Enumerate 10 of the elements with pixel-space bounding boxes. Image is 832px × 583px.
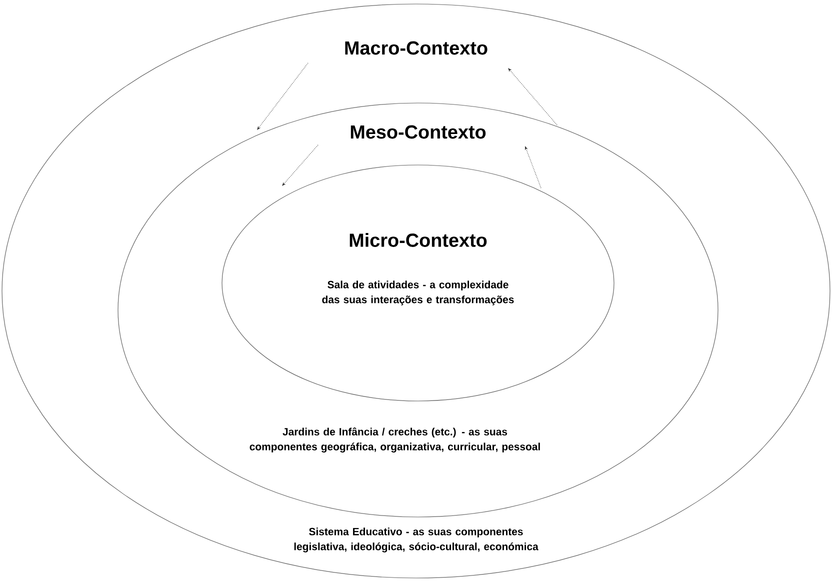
dotted-arrow <box>525 146 542 188</box>
context-heading: Micro-Contexto <box>350 233 487 247</box>
dotted-arrow <box>508 68 558 126</box>
dotted-arrow <box>282 144 318 186</box>
context-description: Sala de atividades - a complexidade das suas interações e transformações <box>322 280 514 306</box>
context-heading: Macro-Contexto <box>345 41 488 55</box>
context-heading: Meso-Contexto <box>350 125 486 139</box>
dotted-arrow <box>257 62 308 130</box>
context-description: Jardins de Infância / creches (etc.) - as suas componentes geográfica, organizativa, curricular, pessoal <box>250 428 540 452</box>
context-description: Sistema Educativo - as suas componentes legislativa, ideológica, sócio-cultural, económica <box>294 528 538 552</box>
